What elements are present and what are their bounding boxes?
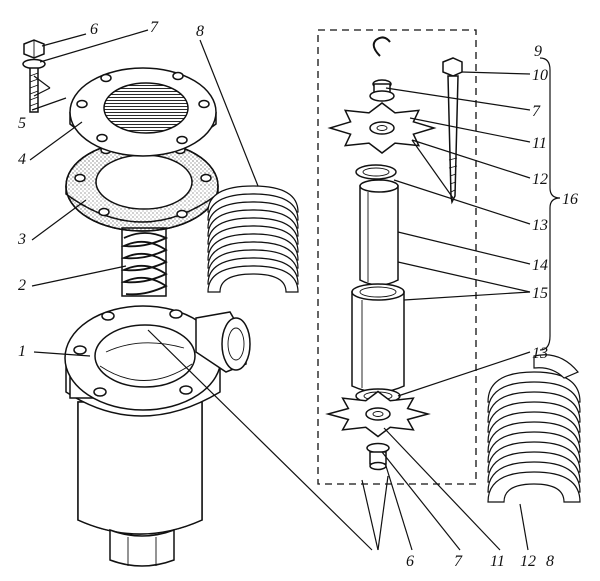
spring — [120, 227, 169, 297]
label-10: 10 — [532, 67, 548, 84]
label-1: 1 — [18, 343, 26, 360]
leader-lines — [29, 29, 561, 551]
label-12-bottom: 12 — [520, 553, 536, 570]
part-labels: 1 2 3 4 5 6 7 8 9 10 7 11 12 13 14 15 13… — [17, 19, 578, 570]
label-11-bottom: 11 — [490, 553, 505, 570]
shim-ring-top — [533, 354, 579, 379]
label-2: 2 — [18, 277, 26, 294]
gasket — [65, 140, 219, 232]
shim-stack-right — [487, 354, 581, 503]
bolt-with-nut-and-washer — [22, 39, 46, 113]
label-7-bottom: 7 — [454, 553, 463, 570]
label-9: 9 — [534, 43, 542, 60]
label-11-right: 11 — [532, 135, 547, 152]
cover-plate — [69, 67, 217, 157]
label-16: 16 — [562, 191, 578, 208]
label-5: 5 — [18, 115, 26, 132]
shim-ring — [207, 265, 299, 293]
shim-ring — [487, 471, 581, 503]
housing-body — [64, 305, 251, 567]
long-screw — [442, 57, 463, 77]
label-13-bottom: 13 — [532, 345, 548, 362]
label-15: 15 — [532, 285, 548, 302]
label-8-bottom: 8 — [546, 553, 554, 570]
label-8-top: 8 — [196, 23, 204, 40]
label-7-top: 7 — [150, 19, 159, 36]
label-7-right: 7 — [532, 103, 541, 120]
subassembly-16 — [325, 36, 463, 471]
subassembly-dashed-frame — [317, 29, 477, 485]
label-6-top: 6 — [90, 21, 98, 38]
label-13-top: 13 — [532, 217, 548, 234]
label-4: 4 — [18, 151, 26, 168]
label-3: 3 — [17, 231, 26, 248]
label-6-bottom: 6 — [406, 553, 414, 570]
shim-stack-left — [207, 185, 299, 293]
label-14: 14 — [532, 257, 548, 274]
spring-clip — [372, 36, 391, 57]
label-12-right: 12 — [532, 171, 548, 188]
